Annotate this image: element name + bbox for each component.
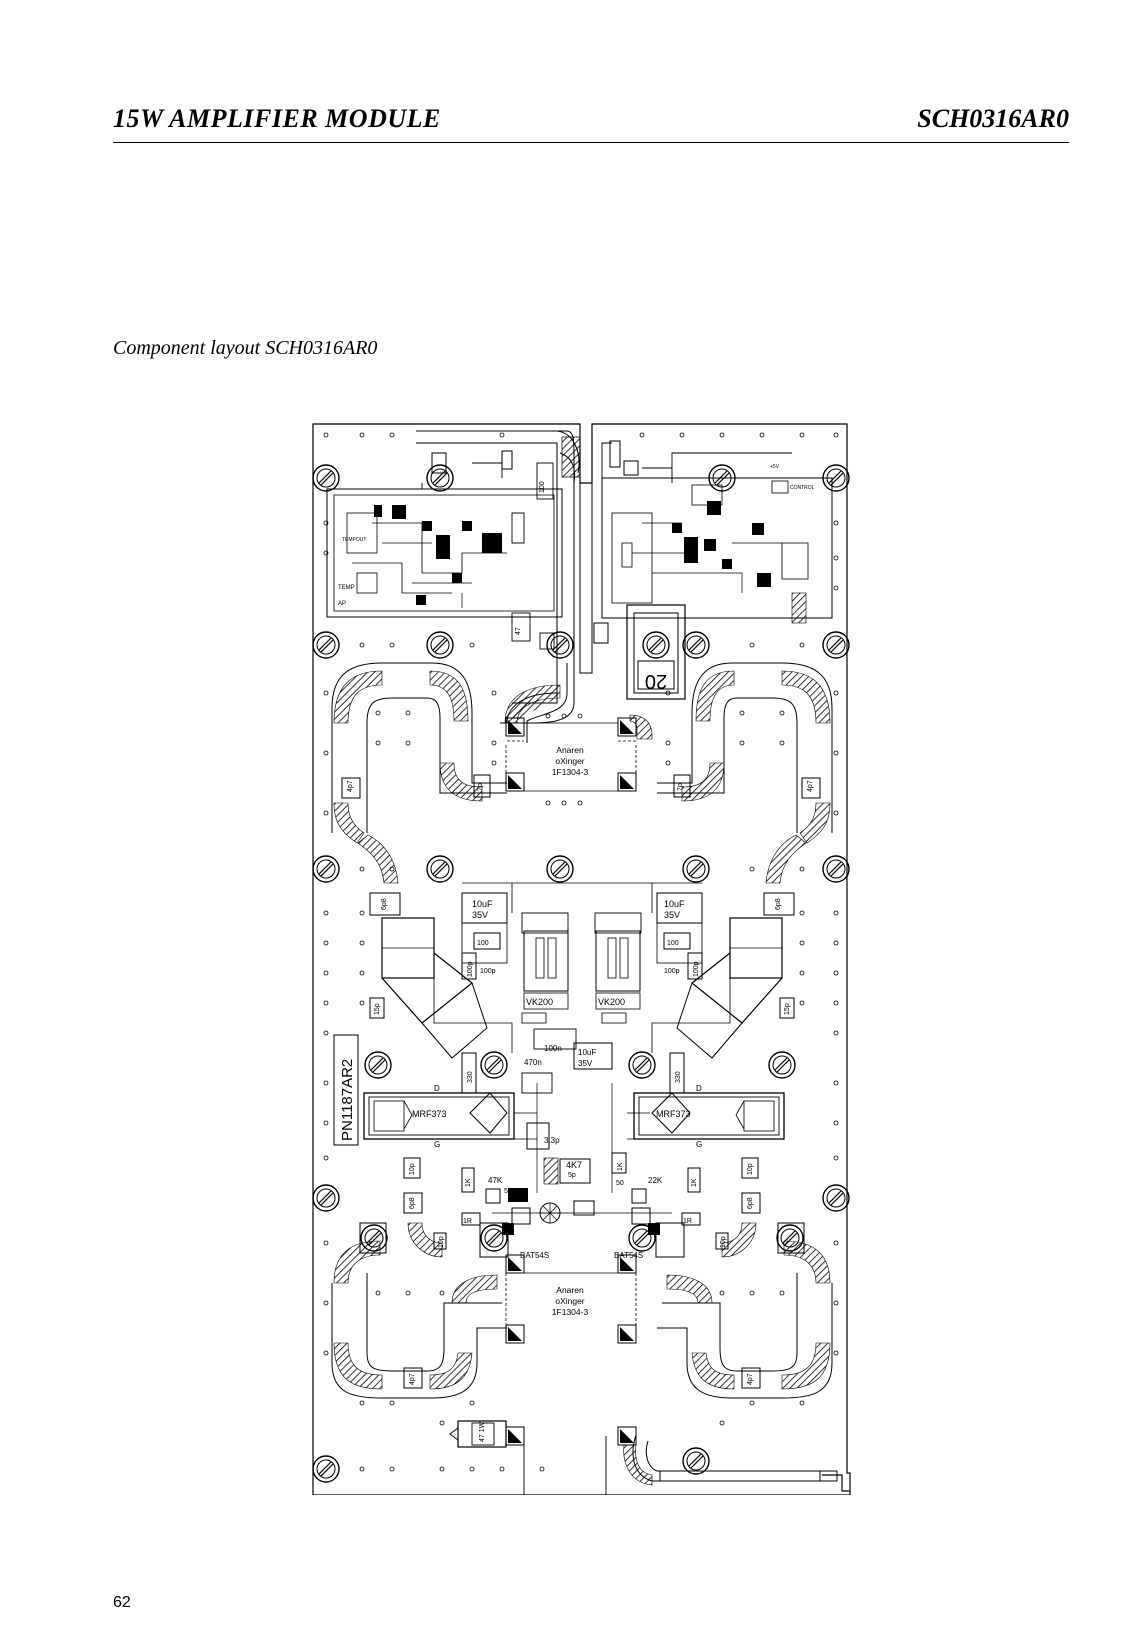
label-10p-l: 10p xyxy=(409,1163,416,1175)
pcb-layout-drawing: TEMP AP TEMPOUT 100 47 +5V xyxy=(312,423,851,1495)
label-4p7-lr: 4p7 xyxy=(747,1373,754,1385)
label-470n: 470n xyxy=(524,1058,542,1067)
label-control: CONTROL xyxy=(790,485,815,491)
label-6p8-lr: 6p8 xyxy=(747,1197,754,1209)
coupler-bottom-brand: Anaren xyxy=(556,1285,584,1295)
transistor-left-drain: D xyxy=(434,1084,440,1093)
label-1r-r: 1R xyxy=(683,1218,692,1225)
label-35v-r: 35V xyxy=(664,910,680,920)
label-100-ml: 100 xyxy=(477,940,489,947)
upper-coupler: Anaren oXinger 1F1304-3 xyxy=(504,663,653,792)
header-rule xyxy=(113,142,1069,143)
board-id: PN1187AR2 xyxy=(339,1059,356,1141)
document-title: 15W AMPLIFIER MODULE xyxy=(113,104,441,133)
coupler-bottom-model: oXinger xyxy=(555,1296,584,1306)
label-1k-r: 1K xyxy=(691,1178,698,1187)
label-10p-r2: 10p xyxy=(720,1236,727,1248)
label-1k-c: 1K xyxy=(617,1162,624,1171)
label-7p-l: 7p xyxy=(477,783,484,791)
page-number: 62 xyxy=(113,1594,131,1611)
label-35v-c: 35V xyxy=(578,1059,593,1068)
label-20: 20 xyxy=(645,670,667,692)
right-amplifier: 6p8 15p MRF373 D G 330 10p 6p8 1K 22K 50… xyxy=(614,892,795,1260)
label-100p-l-v: 100p xyxy=(467,961,474,977)
transistor-right-label: MRF373 xyxy=(656,1109,691,1119)
label-47: 47 xyxy=(515,627,522,635)
label-vk200-r: VK200 xyxy=(598,997,625,1007)
label-4p7-ll: 4p7 xyxy=(409,1373,416,1385)
label-100p-l: 100p xyxy=(480,968,496,975)
right-control-board: +5V CONTROL xyxy=(601,440,833,624)
coupler-top-brand: Anaren xyxy=(556,745,584,755)
label-tempout: TEMPOUT xyxy=(342,537,366,543)
label-bat54s-l: BAT54S xyxy=(520,1251,549,1260)
label-6p8-ll: 6p8 xyxy=(409,1197,416,1209)
label-10uf-l: 10uF xyxy=(472,899,493,909)
label-15p-r: 15p xyxy=(784,1003,791,1015)
label-22k: 22K xyxy=(648,1176,663,1185)
label-100p-r-v: 100p xyxy=(693,961,700,977)
label-100-mr: 100 xyxy=(667,940,679,947)
label-330-l: 330 xyxy=(467,1071,474,1083)
figure-caption: Component layout SCH0316AR0 xyxy=(113,337,378,359)
coupler-bottom-part: 1F1304-3 xyxy=(552,1307,589,1317)
transistor-left-label: MRF373 xyxy=(412,1109,447,1119)
lower-right-arch: 4p7 xyxy=(657,1222,833,1399)
label-6p8-ul: 6p8 xyxy=(381,898,388,910)
document-code: SCH0316AR0 xyxy=(917,104,1069,133)
label-10p-r: 10p xyxy=(747,1163,754,1175)
label-4p7-ur: 4p7 xyxy=(807,780,814,792)
label-1k-l: 1K xyxy=(465,1178,472,1187)
bias-centre: 10uF 35V 100n 470n 3.3p 4K7 5p 1K xyxy=(492,1012,672,1224)
transistor-right-drain: D xyxy=(696,1084,702,1093)
label-temp: TEMP xyxy=(338,585,355,591)
label-100p-r: 100p xyxy=(664,968,680,975)
termination-output: 47 1W xyxy=(449,1420,850,1495)
transistor-right-gate: G xyxy=(696,1140,702,1149)
label-10p-l2: 10p xyxy=(438,1236,445,1248)
label-330-r: 330 xyxy=(675,1071,682,1083)
label-1r-l: 1R xyxy=(463,1218,472,1225)
label-35v-l: 35V xyxy=(472,910,488,920)
left-control-board: TEMP AP TEMPOUT xyxy=(326,488,563,618)
label-100n: 100n xyxy=(544,1044,562,1053)
label-5p: 5p xyxy=(568,1172,576,1179)
lower-left-arch: 4p7 xyxy=(331,1222,507,1399)
supply-section: 10uF 35V 10uF 35V VK200 VK200 100 100 10… xyxy=(461,882,703,1010)
label-3p3: 3.3p xyxy=(544,1136,560,1145)
label-7p-r: 7p xyxy=(677,783,684,791)
label-10uf-c: 10uF xyxy=(578,1048,596,1057)
label-vk200-l: VK200 xyxy=(526,997,553,1007)
label-47k: 47K xyxy=(488,1176,503,1185)
label-47-1w: 47 1W xyxy=(479,1421,486,1442)
coupler-top-part: 1F1304-3 xyxy=(552,767,589,777)
label-ap: AP xyxy=(338,601,346,607)
left-amplifier: 6p8 15p MRF373 D G 330 10p 6p8 1K 47K 50… xyxy=(333,892,549,1260)
lower-coupler: Anaren oXinger 1F1304-3 xyxy=(479,1222,685,1344)
coupler-top-model: oXinger xyxy=(555,756,584,766)
transistor-left-gate: G xyxy=(434,1140,440,1149)
label-50-l: 50 xyxy=(504,1188,512,1195)
label-50-r: 50 xyxy=(616,1180,624,1187)
label-4k7: 4K7 xyxy=(566,1160,582,1170)
label-plus5v: +5V xyxy=(770,464,780,470)
label-4p7-ul: 4p7 xyxy=(347,780,354,792)
attenuator-20: 20 xyxy=(593,604,686,700)
label-6p8-ur: 6p8 xyxy=(775,898,782,910)
upper-right-arch: 4p7 7p xyxy=(657,662,833,884)
upper-left-arch: 4p7 7p xyxy=(331,662,507,884)
label-10uf-r: 10uF xyxy=(664,899,685,909)
label-100-top: 100 xyxy=(539,481,546,493)
label-15p-l: 15p xyxy=(374,1003,381,1015)
